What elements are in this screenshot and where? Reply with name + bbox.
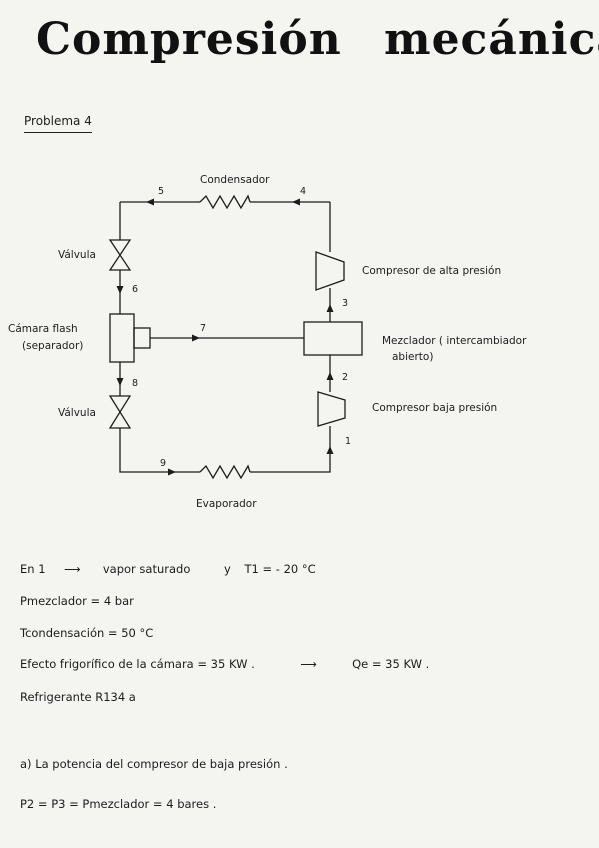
zigzag-evaporator xyxy=(199,464,251,480)
question-a: a) La potencia del compresor de baja pre… xyxy=(20,757,288,771)
state-2: 2 xyxy=(342,372,348,383)
state-3: 3 xyxy=(342,298,348,309)
qe-value: Qe = 35 KW . xyxy=(352,657,430,671)
temperature-1: T1 = - 20 °C xyxy=(244,562,316,576)
zigzag-condenser xyxy=(199,194,251,210)
flash-chamber-label-2: (separador) xyxy=(22,340,83,352)
mixer-shape xyxy=(303,321,363,356)
state-9: 9 xyxy=(160,458,166,469)
state-4: 4 xyxy=(300,186,306,197)
evaporator-label: Evaporador xyxy=(196,498,257,510)
high-compressor-label: Compresor de alta presión xyxy=(362,265,501,277)
low-compressor-label: Compresor baja presión xyxy=(372,402,497,414)
state-1-label: En 1 xyxy=(20,562,46,576)
valve-top-label: Válvula xyxy=(58,249,96,261)
problem-label: Problema 4 xyxy=(24,114,92,133)
data-line-4: Efecto frigorífico de la cámara = 35 KW … xyxy=(20,657,429,671)
data-line-1: En 1 ⟶ vapor saturado y T1 = - 20 °C xyxy=(20,562,316,576)
flash-chamber-label-1: Cámara flash xyxy=(8,323,78,335)
valve-bottom-label: Válvula xyxy=(58,407,96,419)
data-line-7: P2 = P3 = Pmezclador = 4 bares . xyxy=(20,797,217,811)
data-line-5: Refrigerante R134 a xyxy=(20,690,136,704)
low-compressor-shape xyxy=(317,391,346,427)
state-6: 6 xyxy=(132,284,138,295)
conjunction: y xyxy=(224,562,231,576)
data-line-2: Pmezclador = 4 bar xyxy=(20,594,134,608)
state-1-condition: vapor saturado xyxy=(102,562,191,576)
state-1: 1 xyxy=(345,436,351,447)
state-7: 7 xyxy=(200,323,206,334)
pipe-bottom-right xyxy=(250,426,331,473)
state-5: 5 xyxy=(158,186,164,197)
condenser-label: Condensador xyxy=(200,174,270,186)
refrigeration-diagram: Condensador Evaporador Válvula Válvula C… xyxy=(8,174,527,510)
data-line-3: Tcondensación = 50 °C xyxy=(20,626,154,640)
valve-top-shape xyxy=(108,239,132,271)
high-compressor-shape xyxy=(315,251,345,291)
page-title: Compresión mecánica xyxy=(36,14,599,65)
mixer-label-1: Mezclador ( intercambiador xyxy=(382,335,527,347)
arrow-icon: ⟶ xyxy=(300,657,317,671)
refrigeration-effect: Efecto frigorífico de la cámara = 35 KW … xyxy=(20,657,255,671)
arrow-icon: ⟶ xyxy=(63,562,81,576)
state-8: 8 xyxy=(132,378,138,389)
valve-bottom-shape xyxy=(108,395,132,429)
flash-chamber-shape xyxy=(109,313,135,363)
mixer-label-2: abierto) xyxy=(392,351,433,363)
